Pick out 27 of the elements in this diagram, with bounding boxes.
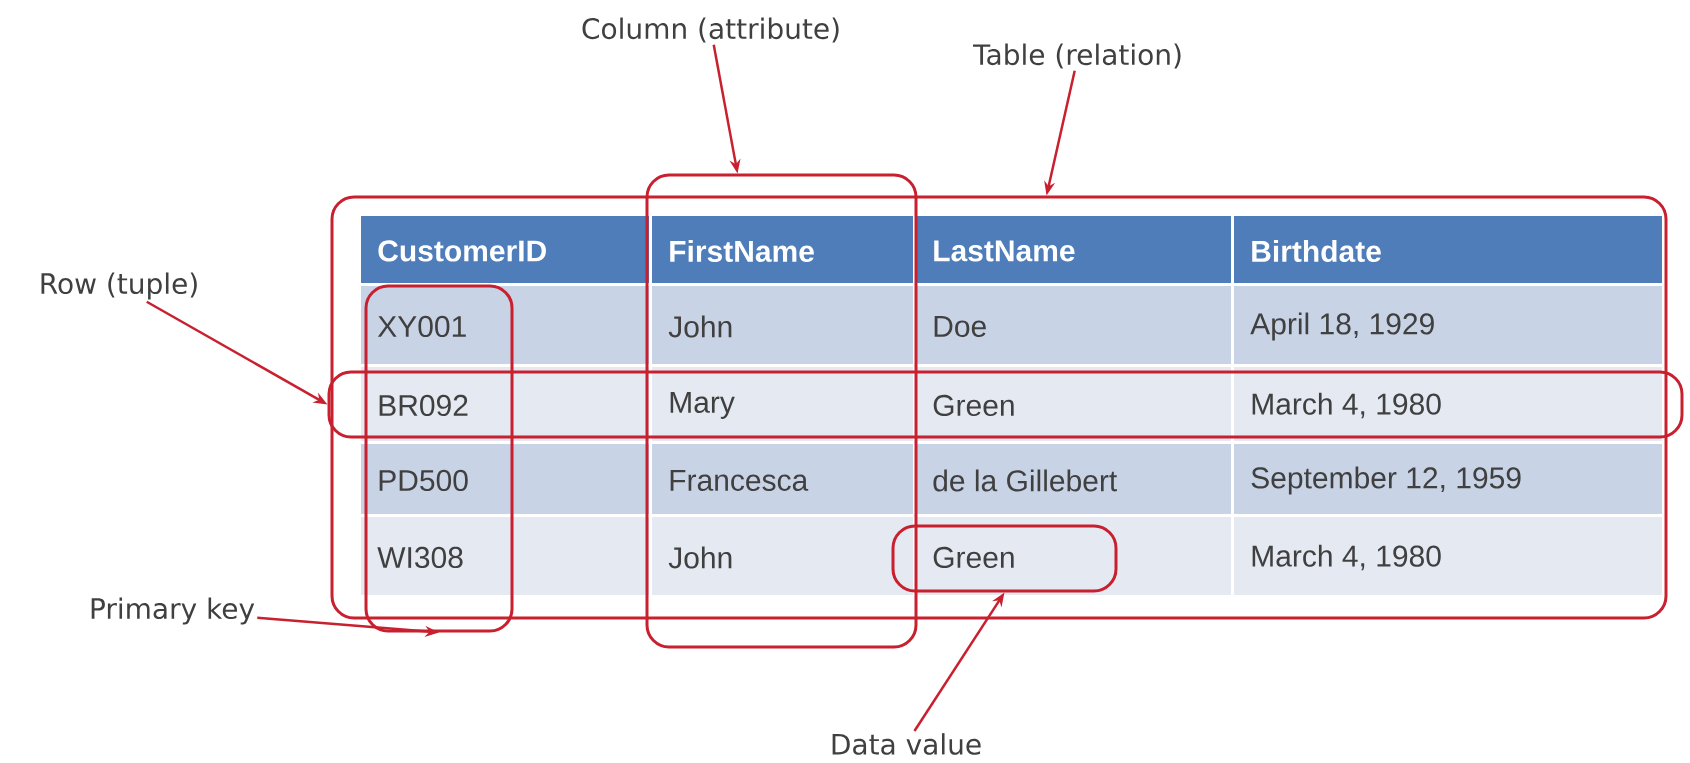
table-cell: de la Gillebert (916, 444, 1231, 514)
header-cell: FirstName (652, 216, 913, 283)
table-cell: XY001 (361, 286, 649, 364)
annotation-label: Row (tuple) (41, 272, 197, 300)
value-outline (891, 524, 1118, 593)
table-cell: Green (916, 517, 1231, 595)
table-cell: Francesca (652, 444, 913, 514)
table-cell: Doe (916, 286, 1231, 364)
annotation-label: Primary key (91, 597, 255, 625)
annotation-label: Table (relation) (973, 43, 1181, 69)
header-cell: Birthdate (1234, 216, 1662, 283)
table-cell: April 18, 1929 (1234, 286, 1662, 364)
table-cell: March 4, 1980 (1234, 517, 1662, 595)
header-cell: LastName (916, 216, 1231, 283)
table-cell: Green (916, 367, 1231, 441)
annotation-label: Column (attribute) (582, 17, 839, 43)
table-outline (330, 195, 1668, 620)
annotation-label: Data value (832, 733, 981, 755)
table-cell: March 4, 1980 (1234, 367, 1662, 441)
table-cell: John (652, 286, 913, 364)
table-cell: John (652, 517, 913, 595)
table-cell: WI308 (361, 517, 649, 595)
table-cell: September 12, 1959 (1234, 444, 1662, 514)
table-cell: Mary (652, 367, 913, 441)
table-cell: PD500 (361, 444, 649, 514)
column-outline (645, 173, 918, 649)
header-cell: CustomerID (361, 216, 649, 283)
